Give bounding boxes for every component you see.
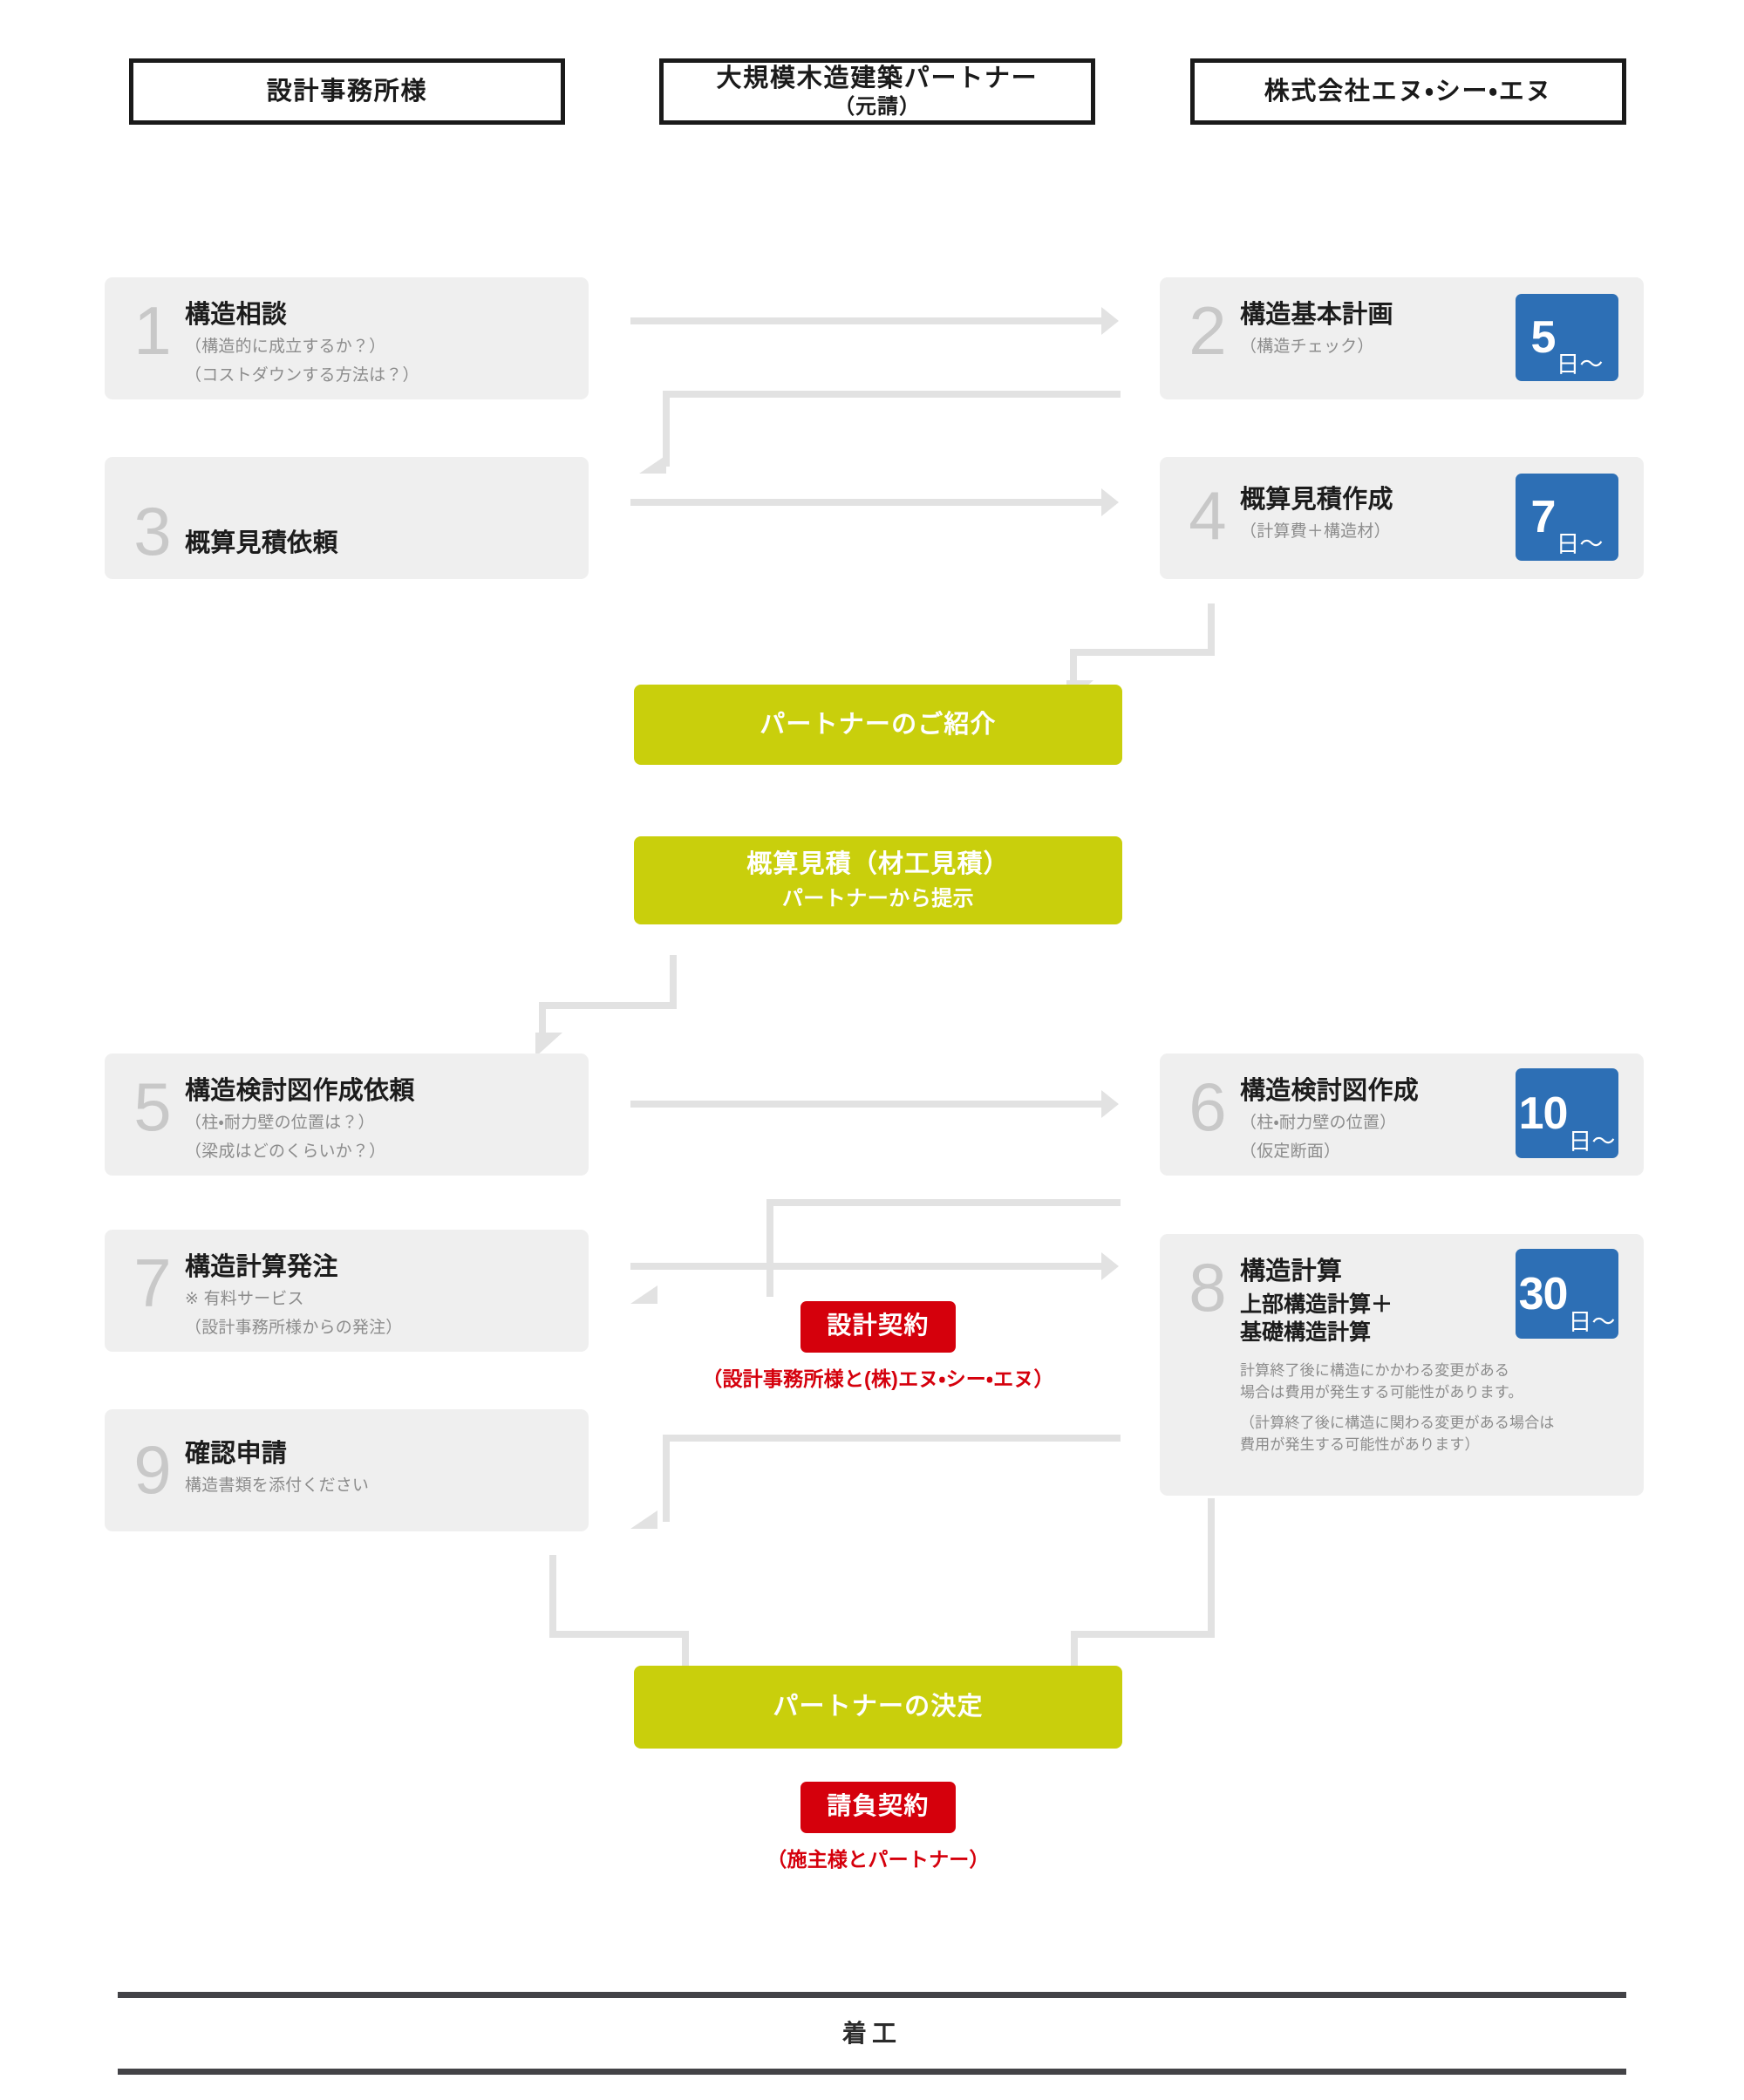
- step-strong-line: 基礎構造計算: [1240, 1320, 1372, 1346]
- step-card-1[interactable]: 1 構造相談 （構造的に成立するか？） （コストダウンする方法は？）: [105, 277, 589, 399]
- step-note: （計算終了後に構造に関わる変更がある場合は 費用が発生する可能性があります）: [1240, 1414, 1555, 1454]
- column-header-ncn: 株式会社エヌ・シー・エヌ: [1190, 58, 1626, 125]
- contract-label: 設計契約: [800, 1301, 956, 1353]
- step-title: 構造基本計画: [1240, 301, 1393, 329]
- step-card-5[interactable]: 5 構造検討図作成依頼 （柱・耐力壁の位置は？） （梁成はどのくらいか？）: [105, 1053, 589, 1176]
- step-title: 構造検討図作成依頼: [185, 1077, 415, 1105]
- green-box-title: パートナーの決定: [773, 1693, 984, 1722]
- green-box-title: 概算見積（材工見積）: [746, 850, 1010, 879]
- step-subtitle: （柱・耐力壁の位置）: [1240, 1113, 1397, 1132]
- contract-label: 請負契約: [800, 1782, 956, 1833]
- step-title: 概算見積依頼: [185, 528, 338, 557]
- duration-badge-step-2: 5 日〜: [1516, 294, 1618, 381]
- duration-value: 5: [1530, 312, 1557, 363]
- step-card-3[interactable]: 3 概算見積依頼: [105, 457, 589, 579]
- step-subtitle: （計算費＋構造材）: [1240, 522, 1391, 541]
- step-card-8[interactable]: 8 構造計算 上部構造計算＋ 基礎構造計算 計算終了後に構造にかかわる変更がある…: [1160, 1234, 1644, 1496]
- green-box-partner-decision[interactable]: パートナーの決定: [634, 1666, 1122, 1749]
- step-title: 構造検討図作成: [1240, 1077, 1420, 1105]
- divider-bottom: [118, 2069, 1626, 2075]
- duration-badge-step-8: 30 日〜: [1516, 1249, 1618, 1339]
- column-header-partner: 大規模木造建築パートナー （元請）: [659, 58, 1095, 125]
- duration-unit: 日〜: [1556, 531, 1604, 557]
- green-box-rough-estimate[interactable]: 概算見積（材工見積） パートナーから提示: [634, 836, 1122, 924]
- step-subtitle: （設計事務所様からの発注）: [185, 1319, 403, 1338]
- step-number: 1: [133, 292, 172, 369]
- step-title: 構造計算発注: [185, 1253, 338, 1281]
- step-number: 9: [133, 1431, 172, 1508]
- step-title: 確認申請: [185, 1440, 288, 1468]
- step-subtitle: （構造的に成立するか？）: [185, 337, 386, 356]
- column-header-title: 大規模木造建築パートナー: [716, 65, 1039, 93]
- step-number: 3: [133, 493, 172, 569]
- step-number: 6: [1189, 1068, 1227, 1145]
- duration-unit: 日〜: [1556, 351, 1604, 378]
- duration-badge-step-4: 7 日〜: [1516, 474, 1618, 561]
- step-title: 構造計算: [1240, 1258, 1343, 1285]
- contract-construction[interactable]: 請負契約 （施主様とパートナー）: [634, 1782, 1122, 1872]
- duration-value: 30: [1518, 1268, 1569, 1319]
- construction-start-label: 着工: [841, 2020, 903, 2047]
- contract-design[interactable]: 設計契約 （設計事務所様と(株)エヌ・シー・エヌ）: [634, 1301, 1122, 1392]
- step-number: 5: [133, 1068, 172, 1145]
- step-card-9[interactable]: 9 確認申請 構造書類を添付ください: [105, 1409, 589, 1531]
- step-subtitle: （梁成はどのくらいか？）: [185, 1142, 386, 1162]
- step-subtitle: 構造書類を添付ください: [185, 1476, 370, 1495]
- step-note: 計算終了後に構造にかかわる変更がある 場合は費用が発生する可能性があります。: [1240, 1361, 1523, 1401]
- step-subtitle: （柱・耐力壁の位置は？）: [185, 1113, 375, 1132]
- green-box-subtitle: パートナーから提示: [781, 886, 975, 910]
- contract-caption: （施主様とパートナー）: [766, 1847, 990, 1871]
- step-subtitle: （構造チェック）: [1240, 337, 1374, 356]
- green-box-title: パートナーのご紹介: [760, 710, 997, 739]
- column-header-design-office: 設計事務所様: [129, 58, 565, 125]
- column-header-subtitle: （元請）: [834, 94, 921, 119]
- step-card-7[interactable]: 7 構造計算発注 ※ 有料サービス （設計事務所様からの発注）: [105, 1230, 589, 1352]
- contract-caption: （設計事務所様と(株)エヌ・シー・エヌ）: [702, 1367, 1054, 1390]
- duration-unit: 日〜: [1568, 1128, 1616, 1155]
- construction-start-band: 着工: [118, 1992, 1626, 2075]
- step-strong-line: 上部構造計算＋: [1240, 1292, 1393, 1317]
- column-header-title: 設計事務所様: [266, 77, 428, 106]
- step-number: 4: [1189, 477, 1227, 554]
- duration-badge-step-6: 10 日〜: [1516, 1068, 1618, 1158]
- step-title: 構造相談: [185, 301, 288, 329]
- duration-value: 10: [1518, 1088, 1569, 1139]
- step-subtitle: ※ 有料サービス: [185, 1289, 304, 1308]
- duration-unit: 日〜: [1568, 1309, 1616, 1335]
- step-title: 概算見積作成: [1240, 486, 1393, 514]
- step-number: 7: [133, 1244, 172, 1321]
- step-subtitle: （仮定断面）: [1240, 1142, 1341, 1162]
- green-box-partner-introduction[interactable]: パートナーのご紹介: [634, 685, 1122, 765]
- duration-value: 7: [1530, 492, 1557, 542]
- divider-top: [118, 1992, 1626, 1998]
- step-number: 2: [1189, 292, 1227, 369]
- column-header-title: 株式会社エヌ・シー・エヌ: [1264, 77, 1553, 106]
- step-number: 8: [1189, 1249, 1227, 1326]
- step-subtitle: （コストダウンする方法は？）: [185, 366, 419, 385]
